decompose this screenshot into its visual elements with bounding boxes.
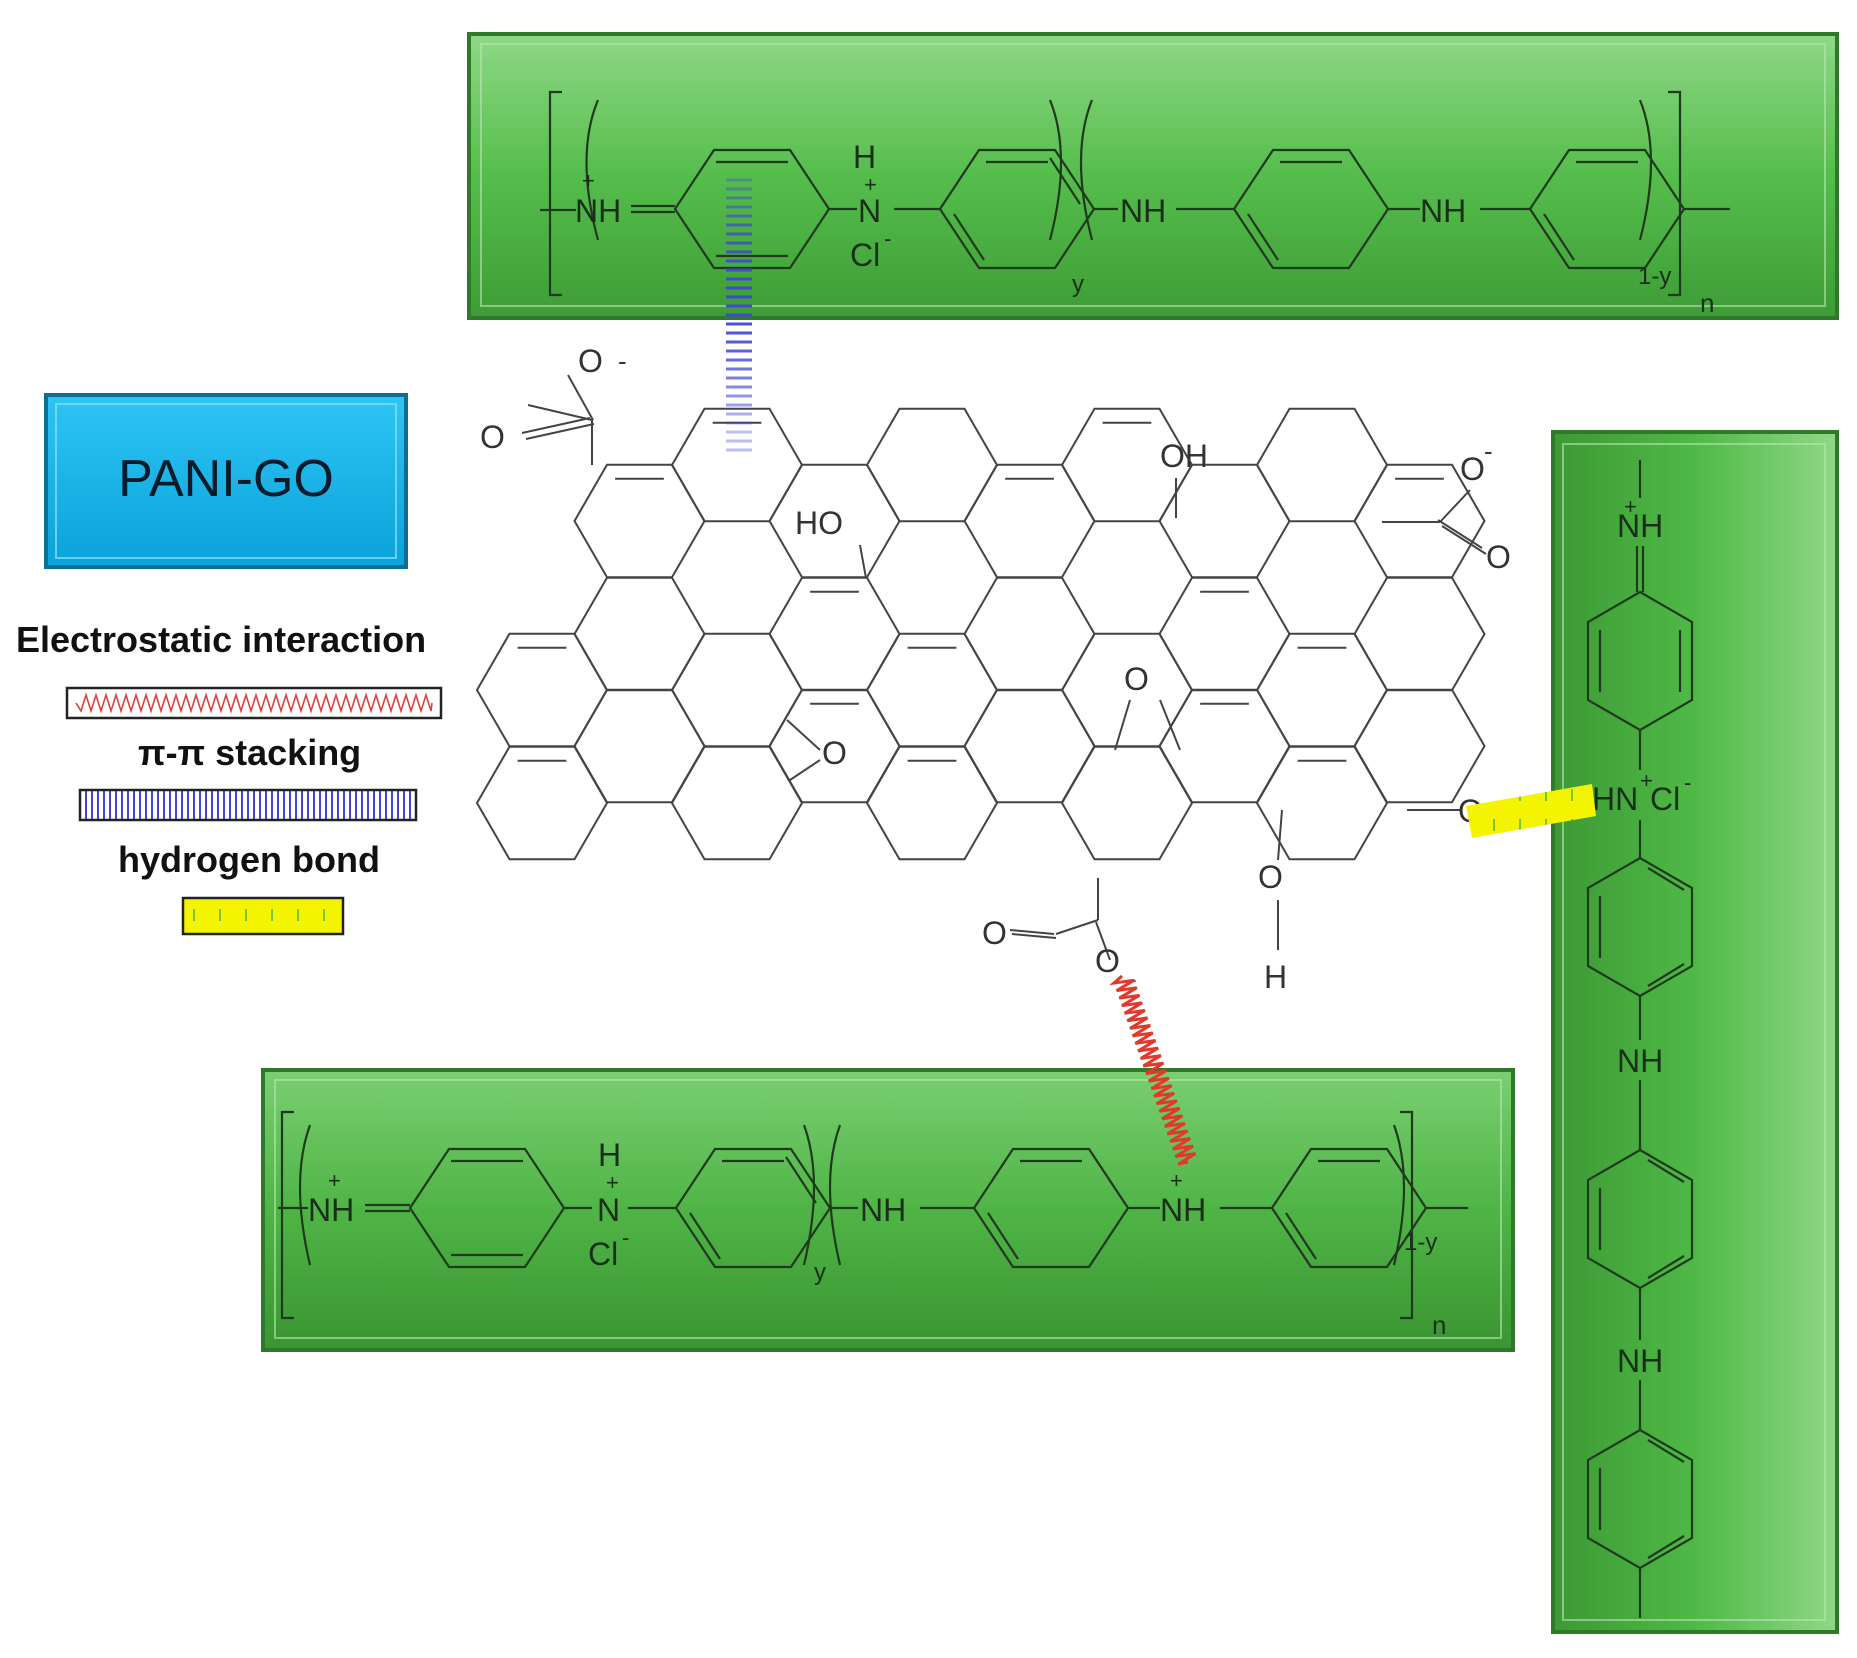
pani-right-plus-2: + — [1640, 768, 1653, 793]
legend-label-pi-pi: π-π stacking — [138, 732, 361, 773]
electrostatic-interaction-marker — [1109, 974, 1197, 1166]
pani-bottom-sub-y: y — [814, 1259, 826, 1286]
go-o-epoxide-left: O — [822, 735, 847, 771]
go-ring — [963, 688, 1096, 804]
go-ring — [1255, 632, 1389, 748]
pani-top-panel: NH + H + N Cl - NH NH y 1-y n — [467, 32, 1839, 320]
go-ring — [768, 576, 901, 692]
go-ring — [963, 463, 1096, 579]
go-ring — [963, 576, 1096, 692]
go-minus-top: - — [618, 346, 627, 376]
go-ring — [1353, 688, 1486, 804]
go-ring — [1060, 745, 1194, 861]
go-ring — [1158, 463, 1291, 579]
pani-bottom-nh-plus: NH — [308, 1192, 354, 1228]
go-h-bottom: H — [1264, 959, 1287, 995]
legend: Electrostatic interaction π-π stacking h… — [16, 619, 443, 936]
pani-bottom-cl: Cl — [588, 1236, 618, 1272]
pani-top-plus-2: + — [864, 172, 877, 197]
pani-top-sub-1y: 1-y — [1638, 263, 1671, 290]
pani-right-cl: Cl — [1650, 781, 1680, 817]
pani-top-sub-y: y — [1072, 271, 1084, 298]
go-o-bottom-cooh: O — [982, 915, 1007, 951]
pani-go-title: PANI-GO — [118, 450, 334, 508]
go-ring — [573, 463, 706, 579]
go-minus-right: - — [1484, 436, 1493, 466]
go-sheet: O - O OH HO O - O O O O O H O O - — [475, 343, 1511, 995]
go-ring — [475, 632, 609, 748]
go-ring — [670, 407, 804, 523]
pani-bottom-sub-1y: 1-y — [1404, 1229, 1437, 1256]
go-o-right: O — [1486, 539, 1511, 575]
pani-bottom-plus-2: + — [606, 1170, 619, 1195]
pani-right-nh-low: NH — [1617, 1343, 1663, 1379]
legend-label-hydrogen-bond: hydrogen bond — [118, 839, 380, 880]
go-ring — [1158, 576, 1291, 692]
pi-pi-stacking-marker — [726, 178, 752, 452]
go-ring — [475, 745, 609, 861]
pani-bottom-cl-charge: - — [622, 1225, 629, 1250]
pani-right-nh-top: NH — [1617, 508, 1663, 544]
pani-right-cl-charge: - — [1684, 770, 1691, 795]
pani-bottom-bonds — [278, 1110, 1468, 1320]
go-ring — [865, 632, 999, 748]
pani-top-cl: Cl — [850, 237, 880, 273]
go-ring — [865, 745, 999, 861]
pani-right-nh-mid: NH — [1617, 1043, 1663, 1079]
go-ring — [670, 745, 804, 861]
go-ring — [865, 407, 999, 523]
hydrogen-bond-marker — [1466, 784, 1596, 838]
go-functional-bonds — [521, 374, 1487, 961]
go-hex-lattice — [475, 407, 1486, 861]
pani-top-cl-charge: - — [884, 226, 891, 251]
pani-top-plus-1: + — [582, 168, 595, 193]
go-ring — [1353, 576, 1486, 692]
go-o-minus-right: O — [1460, 451, 1485, 487]
pani-bottom-h: H — [598, 1137, 621, 1173]
pani-right-plus-1: + — [1624, 494, 1637, 519]
pani-bottom-nh-plus-right: NH — [1160, 1192, 1206, 1228]
pani-top-nh-right: NH — [1420, 193, 1466, 229]
pani-bottom-nh-mid: NH — [860, 1192, 906, 1228]
pani-top-bonds — [540, 90, 1730, 297]
go-o-minus-top: O — [578, 343, 603, 379]
pani-bottom-plus-3: + — [1170, 1168, 1183, 1193]
go-oh-top: OH — [1160, 438, 1208, 474]
pani-right-bonds — [1586, 460, 1694, 1618]
go-o-minus-bottom: O — [1095, 943, 1120, 979]
go-ring — [1255, 745, 1389, 861]
pani-top-nh-mid: NH — [1120, 193, 1166, 229]
pani-top-n-plus: N — [858, 193, 881, 229]
go-ring — [573, 688, 706, 804]
pani-bottom-panel: NH + H + N Cl - NH NH + y 1-y n — [261, 1068, 1515, 1352]
pani-right-panel: NH + HN + Cl - NH NH — [1551, 430, 1839, 1634]
go-o-epoxide-mid: O — [1124, 661, 1149, 697]
pani-top-h: H — [853, 139, 876, 175]
go-ho-mid: HO — [795, 505, 843, 541]
pani-right-hn: HN — [1592, 781, 1638, 817]
pani-bottom-plus-1: + — [328, 1168, 341, 1193]
pani-go-title-box: PANI-GO — [44, 393, 408, 569]
pani-top-nh-plus: NH — [575, 193, 621, 229]
pani-bottom-sub-n: n — [1432, 1310, 1446, 1340]
go-o-bottom-oh: O — [1258, 859, 1283, 895]
go-ring — [573, 576, 706, 692]
go-ring — [670, 632, 804, 748]
legend-swatch-hydrogen-bond — [181, 896, 345, 936]
legend-label-electrostatic: Electrostatic interaction — [16, 619, 426, 660]
pani-top-sub-n: n — [1700, 288, 1714, 318]
pani-bottom-n-plus: N — [597, 1192, 620, 1228]
legend-swatch-pi-pi — [78, 788, 418, 822]
go-ring — [1255, 407, 1389, 523]
go-o-top: O — [480, 419, 505, 455]
